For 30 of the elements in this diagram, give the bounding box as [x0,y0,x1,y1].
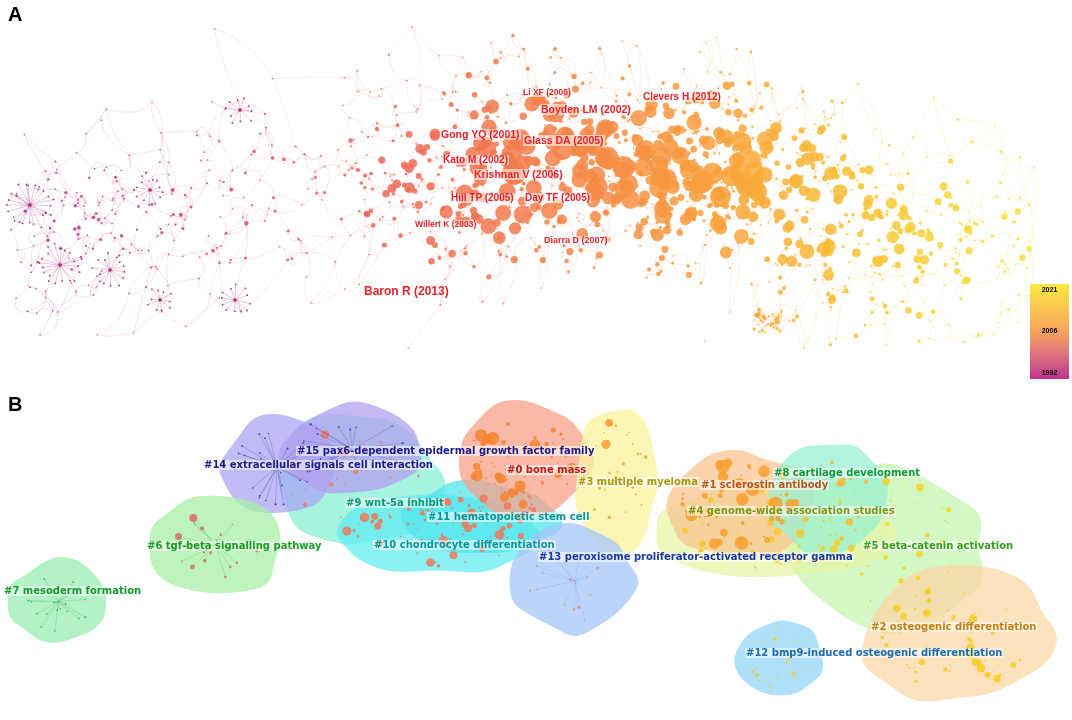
cluster-label: #6 tgf-beta signalling pathway [146,541,323,551]
citation-label: Baron R (2013) [363,285,450,297]
citation-label: Kato M (2002) [442,155,509,165]
cluster-label: #3 multiple myeloma [577,477,700,487]
citation-label: Li XF (2005) [522,88,572,97]
cluster-label: #10 chondrocyte differentiation [373,540,556,550]
cluster-label: #11 hematopoietic stem cell [427,512,591,522]
cluster-label: #7 mesoderm formation [3,586,143,596]
panel-letter: A [8,4,23,24]
citation-label: Diarra D (2007) [543,236,609,245]
cluster-label: #0 bone mass [506,465,588,475]
citation-label: Clevers H (2012) [642,92,722,102]
cluster-label: #13 peroxisome proliferator-activated receptor gamma [538,552,854,562]
cluster-label: #12 bmp9-induced osteogenic differentiation [745,648,1004,658]
panel-letter: B [8,394,23,414]
citation-label: Glass DA (2005) [523,135,605,146]
cluster-label: #2 osteogenic differentiation [870,622,1038,632]
citation-label: Hill TP (2005) [450,193,515,203]
cluster-label: #9 wnt-5a inhibit [345,498,445,508]
cluster-label: #4 genome-wide association studies [687,506,896,516]
cluster-label: #8 cartilage development [773,468,922,478]
citation-label: Gong YQ (2001) [440,129,521,140]
cluster-label: #5 beta-catenin activation [862,541,1015,551]
citation-label: Krishnan V (2006) [473,169,564,180]
cluster-label: #14 extracellular signals cell interaction [203,460,434,470]
citation-label: Willert K (2003) [414,220,478,229]
cluster-label: #1 sclerostin antibody [700,480,830,490]
citation-label: Day TF (2005) [524,193,592,203]
citation-label: Boyden LM (2002) [540,104,632,115]
cluster-label: #15 pax6-dependent epidermal growth factor family [296,446,596,456]
